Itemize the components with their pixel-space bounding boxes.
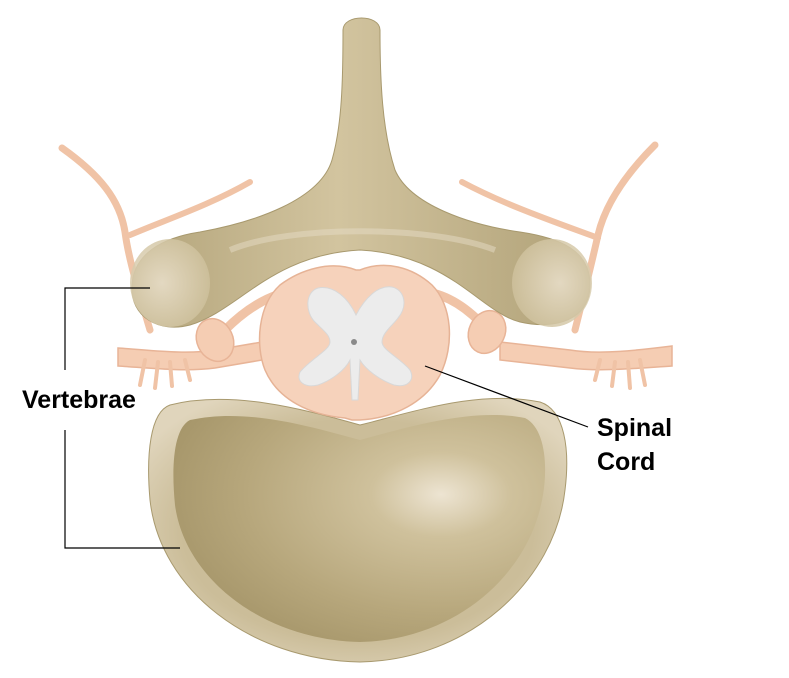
nerve-branch-right-inner — [459, 179, 601, 241]
spinal-cord-leader — [424, 365, 589, 428]
spinal-cord — [258, 264, 451, 421]
nerve-root-right — [499, 341, 673, 371]
spinous-process — [131, 17, 591, 328]
nerve-branch-left-inner — [127, 179, 253, 238]
spinal-cord-label-line2: Cord — [597, 448, 656, 476]
ganglion-left — [195, 317, 235, 363]
vertebrae-label: Vertebrae — [22, 386, 136, 414]
nerve-root-left — [117, 341, 263, 371]
transverse-process-right — [512, 239, 592, 327]
ganglion-right — [467, 309, 507, 355]
leader-lines — [64, 287, 589, 549]
spinal-cord-label-line1: Spinal — [597, 414, 673, 442]
vertebral-arch — [130, 17, 592, 328]
transverse-process-left — [130, 239, 210, 327]
vertebrae-bracket-bottom — [64, 430, 180, 549]
vertebral-body-center — [173, 415, 546, 642]
central-canal — [351, 339, 357, 345]
vertebrae-bracket-top — [64, 287, 150, 370]
spinal-cord-label: Spinal Cord — [597, 411, 672, 479]
vertebral-body — [148, 397, 568, 663]
